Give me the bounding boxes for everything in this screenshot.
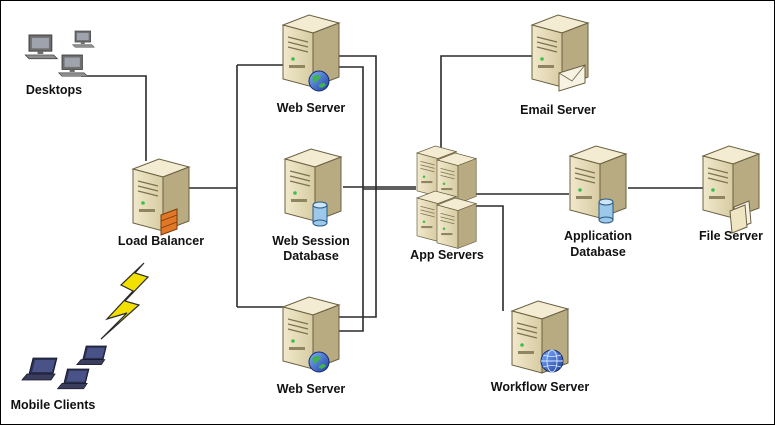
desktop-computers-icon [24,30,95,77]
application-db-label-line2: Database [570,245,626,259]
globe-icon [540,349,564,373]
connection-lines [81,55,704,332]
web-server-bottom-label: Web Server [277,382,346,396]
server-mail-icon [531,14,589,92]
wireless-lightning-icon [100,262,150,340]
laptops-icon [21,345,107,390]
server-firewall-icon [132,158,190,236]
app-servers-node: App Servers [410,145,484,262]
mobile-clients-label: Mobile Clients [11,398,96,412]
web-server-top-node: Web Server [277,14,346,115]
file-server-label: File Server [699,229,763,243]
email-server-label: Email Server [520,103,596,117]
server-globe-icon [282,296,340,373]
server-cluster-icon [416,145,477,249]
envelope-icon [558,64,586,92]
load-balancer-node: Load Balancer [118,158,204,248]
file-folder-icon [729,200,752,234]
web-session-db-label-line2: Database [283,249,339,263]
server-database-icon [569,145,627,224]
application-db-node: Application Database [564,145,632,259]
app-servers-label: App Servers [410,248,484,262]
mobile-clients-node: Mobile Clients [11,262,150,412]
desktops-node: Desktops [24,30,95,97]
email-server-node: Email Server [520,14,596,117]
web-server-top-label: Web Server [277,101,346,115]
file-server-node: File Server [699,145,763,243]
application-db-label-line1: Application [564,229,632,243]
workflow-server-node: Workflow Server [491,300,590,394]
server-file-icon [702,145,760,234]
server-globe-icon [511,300,569,374]
database-cylinder-icon [598,198,614,224]
workflow-server-label: Workflow Server [491,380,590,394]
server-globe-icon [282,14,340,92]
web-session-db-node: Web Session Database [272,148,350,263]
web-session-db-label-line1: Web Session [272,234,350,248]
database-cylinder-icon [312,201,328,227]
firewall-icon [160,208,178,236]
web-server-bottom-node: Web Server [277,296,346,396]
load-balancer-label: Load Balancer [118,234,204,248]
server-database-icon [284,148,342,227]
desktops-label: Desktops [26,83,82,97]
